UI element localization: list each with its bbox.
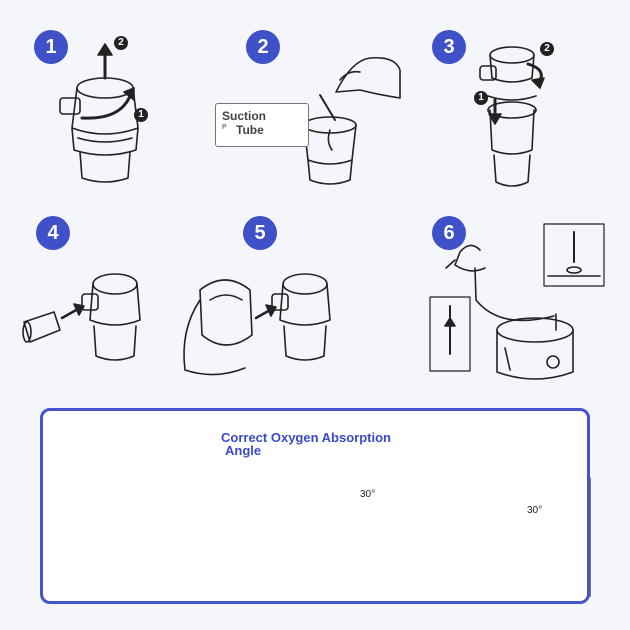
step4-mouthpiece-illustration — [22, 273, 141, 361]
step2-fill-illustration — [303, 56, 401, 185]
step-6-badge: 6 — [432, 216, 466, 250]
step6-inset-right — [543, 223, 605, 287]
panel-title-line2: Angle — [225, 443, 262, 458]
step1-callout-1: 1 — [134, 108, 148, 122]
step-2-badge: 2 — [246, 30, 280, 64]
suction-small-label: P — [222, 124, 227, 131]
tube-label: Tube — [236, 123, 264, 137]
step4-arrow — [60, 307, 80, 320]
step3-callout-2: 2 — [540, 42, 554, 56]
step3-assembly-illustration — [479, 46, 537, 187]
angle-label-right: 30° — [527, 505, 543, 516]
angle-label-left: 30° — [360, 489, 376, 500]
step-1-badge: 1 — [34, 30, 68, 64]
panel-title-line1: Correct Oxygen Absorption — [221, 430, 391, 445]
step5-arrow — [254, 308, 272, 320]
step1-rotate-arrow — [80, 94, 132, 120]
step3-callout-1: 1 — [474, 91, 488, 105]
step-5-badge: 5 — [243, 216, 277, 250]
step1-callout-2: 2 — [114, 36, 128, 50]
step-3-badge: 3 — [432, 30, 466, 64]
panel-title: Correct Oxygen Absorption Angle — [221, 431, 391, 457]
step-4-badge: 4 — [36, 216, 70, 250]
step6-compressor-illustration — [445, 244, 574, 380]
suction-tube-label: Suction P Tube — [215, 103, 309, 147]
step6-inset-left — [429, 296, 471, 372]
step1-nebulizer-illustration — [59, 77, 139, 183]
suction-label: Suction — [222, 109, 266, 123]
oxygen-angle-panel: Correct Oxygen Absorption Angle — [40, 408, 590, 604]
step5-mask-illustration — [183, 273, 331, 376]
